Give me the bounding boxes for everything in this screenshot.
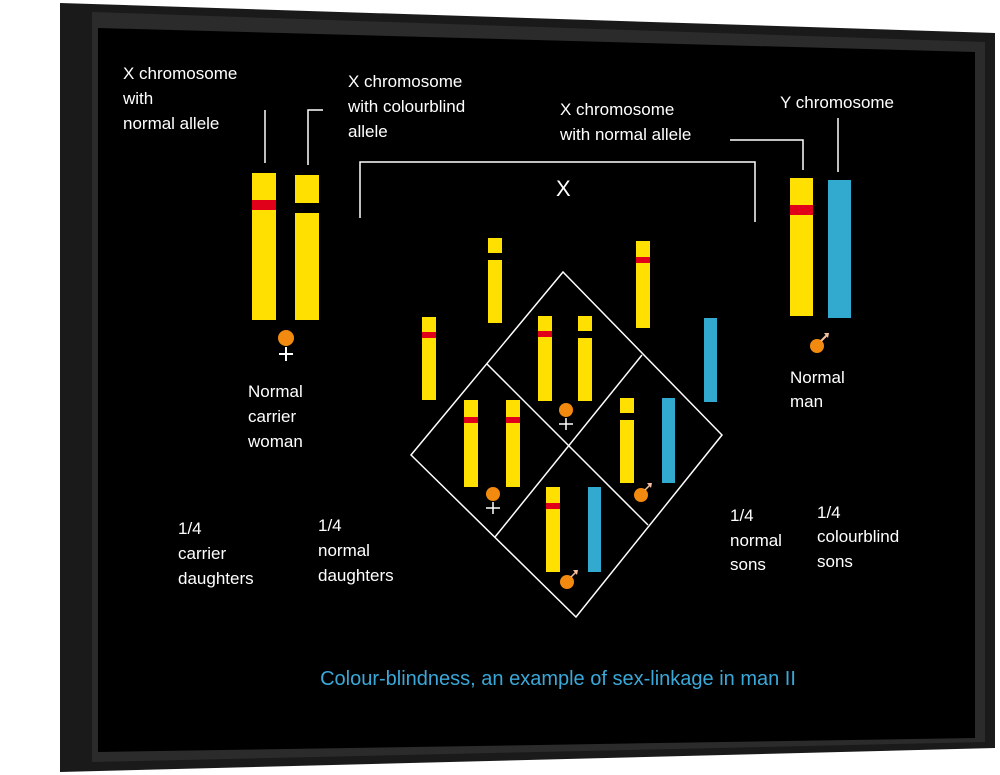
- x-chromosome: [790, 178, 813, 316]
- punnett-divider: [494, 354, 643, 538]
- female-symbol-icon: [486, 487, 500, 514]
- offspring-colourblind-son: [620, 398, 675, 502]
- leader-line: [730, 139, 804, 170]
- leader-line: [307, 109, 323, 165]
- canvas: [98, 28, 975, 752]
- offspring-normal-daughter: [538, 316, 592, 430]
- offspring-normal-son: [546, 487, 601, 589]
- normal-allele-band: [252, 200, 276, 210]
- x-chromosome: [252, 173, 276, 320]
- punnett-diamond: [409, 270, 724, 619]
- father-chromosomes: [790, 178, 851, 318]
- colourblind-allele-band: [295, 203, 319, 213]
- male-symbol-icon: [634, 483, 652, 502]
- offspring-carrier-daughter: [464, 400, 520, 514]
- cross-bracket: [359, 161, 756, 222]
- male-symbol-icon: [560, 570, 578, 589]
- caption: Colour-blindness, an example of sex-link…: [320, 668, 796, 690]
- female-symbol-icon: [559, 403, 573, 430]
- punnett-divider: [486, 363, 649, 526]
- normal-allele-band: [790, 205, 813, 215]
- label-y-chromosome: Y chromosome: [780, 93, 894, 112]
- gametes: [422, 238, 717, 402]
- male-symbol-icon: [810, 333, 829, 353]
- x-chromosome: [295, 175, 319, 320]
- mother-chromosomes: [252, 173, 319, 320]
- female-symbol-icon: [278, 330, 294, 361]
- y-chromosome: [828, 180, 851, 318]
- cross-symbol: X: [556, 176, 571, 201]
